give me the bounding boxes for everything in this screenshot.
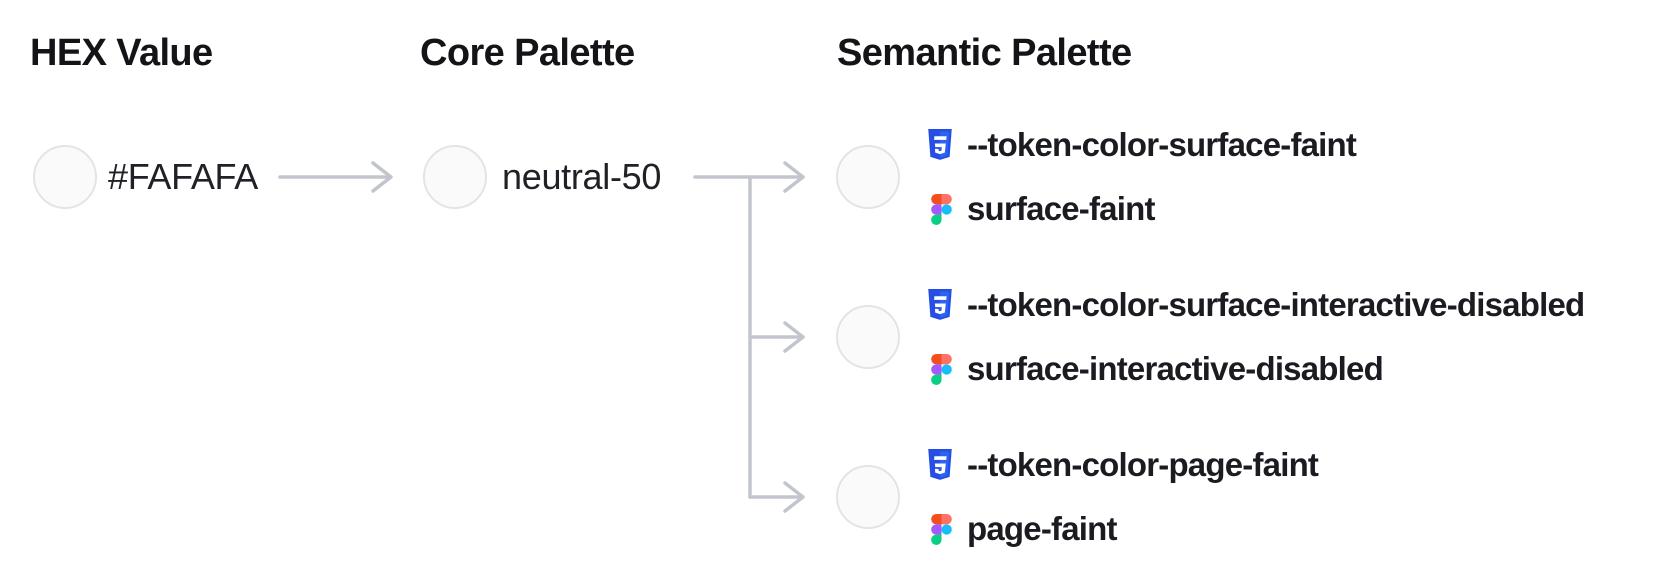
figma-token-line: page-faint xyxy=(926,507,1672,551)
hex-color-swatch xyxy=(33,145,97,209)
figma-token-name: surface-interactive-disabled xyxy=(967,350,1384,387)
semantic-token-entry: --token-color-page-faint page-faint xyxy=(926,417,1672,577)
arrow-branch-to-semantic-2-head-icon xyxy=(783,321,805,353)
css3-shield-icon xyxy=(926,288,967,322)
semantic-color-swatch xyxy=(836,305,900,369)
css-token-line: --token-color-page-faint xyxy=(926,443,1672,487)
core-palette-column-heading: Core Palette xyxy=(420,32,635,74)
figma-token-line: surface-faint xyxy=(926,187,1672,231)
figma-token-name: page-faint xyxy=(967,510,1117,547)
semantic-token-entry: --token-color-surface-faint surface-fain… xyxy=(926,97,1672,257)
css3-shield-icon xyxy=(926,448,967,482)
hex-value-column-heading: HEX Value xyxy=(30,32,213,74)
css-token-name: --token-color-surface-faint xyxy=(967,126,1357,163)
css-token-name: --token-color-surface-interactive-disabl… xyxy=(967,286,1585,323)
arrow-hex-to-core-head-icon xyxy=(371,161,393,193)
figma-token-name: surface-faint xyxy=(967,190,1155,227)
core-palette-label: neutral-50 xyxy=(502,156,662,197)
hex-value-label: #FAFAFA xyxy=(108,156,258,197)
arrow-branch-to-semantic-3-head-icon xyxy=(783,481,805,513)
css-token-name: --token-color-page-faint xyxy=(967,446,1319,483)
figma-logo-icon xyxy=(926,513,967,545)
core-color-swatch xyxy=(423,145,487,209)
semantic-color-swatch xyxy=(836,145,900,209)
figma-logo-icon xyxy=(926,353,967,385)
figma-token-line: surface-interactive-disabled xyxy=(926,347,1672,391)
css-token-line: --token-color-surface-interactive-disabl… xyxy=(926,283,1672,327)
semantic-palette-column-heading: Semantic Palette xyxy=(837,32,1132,74)
css-token-line: --token-color-surface-faint xyxy=(926,123,1672,167)
semantic-color-swatch xyxy=(836,465,900,529)
arrow-core-to-semantic-1-head-icon xyxy=(783,161,805,193)
css3-shield-icon xyxy=(926,128,967,162)
figma-logo-icon xyxy=(926,193,967,225)
semantic-token-entry: --token-color-surface-interactive-disabl… xyxy=(926,257,1672,417)
